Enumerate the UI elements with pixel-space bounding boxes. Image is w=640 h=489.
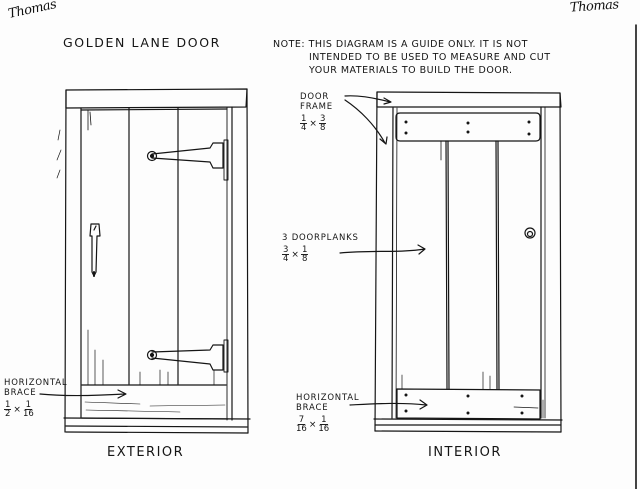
interior-brace-label-line1: Horizontal: [296, 393, 360, 403]
ring-latch: [524, 227, 536, 239]
exterior-frame-outer: [65, 88, 248, 109]
door-planks-label-line1: 3 Doorplanks: [282, 233, 359, 243]
door-frame-arrow-1: [344, 95, 392, 105]
interior-brace-arrow: [349, 399, 428, 410]
note-prefix: Note:: [273, 39, 306, 50]
interior-bottom-brace: [396, 388, 541, 420]
exterior-horizontal-brace: [81, 384, 229, 420]
exterior-horizontal-brace-label: Horizontal Brace 12 × 116: [4, 378, 67, 418]
exterior-door: [39, 88, 251, 434]
exterior-brace-label-line2: Brace: [4, 388, 37, 398]
note-line-3: your materials to build the door.: [309, 65, 513, 76]
exterior-brace-label-line1: Horizontal: [4, 378, 68, 388]
door-pull-handle: [89, 223, 101, 277]
door-frame-label-line1: Door: [300, 92, 330, 102]
interior-horizontal-brace-label: Horizontal Brace 716 × 116: [296, 393, 359, 433]
interior-plank-seam: [495, 140, 500, 390]
diagram-title: Golden Lane Door: [63, 35, 221, 50]
interior-door: [339, 91, 563, 433]
door-frame-label: Door Frame 14 × 38: [300, 92, 333, 132]
exterior-brace-arrow: [39, 389, 127, 399]
exterior-caption: Exterior: [107, 445, 185, 460]
door-frame-arrow-2: [344, 99, 388, 145]
interior-top-brace: [395, 112, 541, 142]
interior-frame-outer: [376, 91, 562, 108]
door-planks-label: 3 Doorplanks 34 × 18: [282, 233, 359, 263]
interior-brace-label-line2: Brace: [296, 403, 329, 413]
interior-caption: Interior: [428, 445, 502, 460]
disclaimer-note: Note: This diagram is a guide only. It i…: [273, 38, 551, 77]
upper-strap-hinge: [151, 142, 224, 169]
interior-plank-seam: [445, 140, 450, 390]
door-frame-label-line2: Frame: [300, 102, 333, 112]
door-planks-arrow: [339, 244, 426, 255]
lower-strap-hinge: [151, 344, 224, 371]
note-line-1: This diagram is a guide only. It is not: [308, 39, 528, 50]
note-line-2: intended to be used to measure and cut: [309, 52, 551, 63]
